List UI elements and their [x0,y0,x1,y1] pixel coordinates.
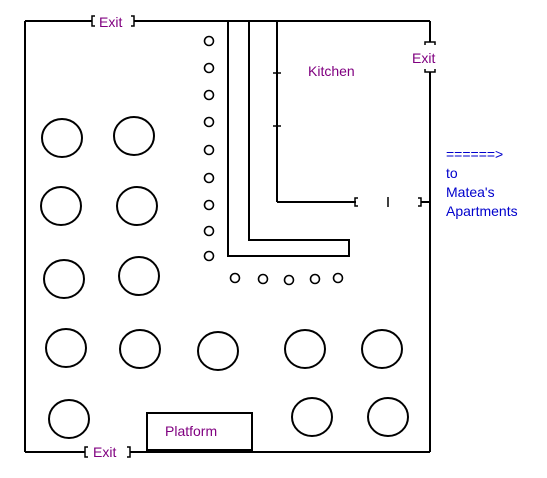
stool [203,116,215,128]
table [284,329,326,369]
destination-line-1: Matea's [446,184,495,200]
table [367,397,409,437]
table [361,329,403,369]
platform-label: Platform [165,423,218,439]
stool [203,250,215,262]
table [45,328,87,368]
stool [203,89,215,101]
direction-arrow: ======> [446,146,504,162]
right-exit-bracket-top [424,41,436,45]
table [43,259,85,299]
table [118,256,160,296]
stool [283,274,295,286]
platform-box [146,412,253,451]
top-exit-bracket-right [131,15,135,27]
table [40,186,82,226]
stool [203,199,215,211]
kitchen-label: Kitchen [308,63,355,79]
kitchen-door-bracket-right [418,197,422,207]
bottom-exit-bracket-right [127,446,131,458]
table [119,329,161,369]
table [48,399,90,439]
stool [203,62,215,74]
stool [229,272,241,284]
top-exit-bracket-left [91,15,95,27]
stool [332,272,344,284]
stool [203,172,215,184]
stool [257,273,269,285]
stool [203,144,215,156]
stool [203,35,215,47]
destination-line-2: Apartments [446,203,518,219]
bottom-exit-label: Exit [93,444,117,460]
table [113,116,155,156]
kitchen-counter [227,21,350,257]
table [291,397,333,437]
stool [309,273,321,285]
table [41,118,83,158]
bottom-exit-bracket-left [84,446,88,458]
right-exit-bracket-bottom [424,69,436,73]
stool [203,225,215,237]
table [116,186,158,226]
table [197,331,239,371]
kitchen-door-bracket-left [354,197,358,207]
right-exit-label: Exit [412,50,436,66]
direction-to: to [446,165,458,181]
top-exit-label: Exit [99,14,123,30]
